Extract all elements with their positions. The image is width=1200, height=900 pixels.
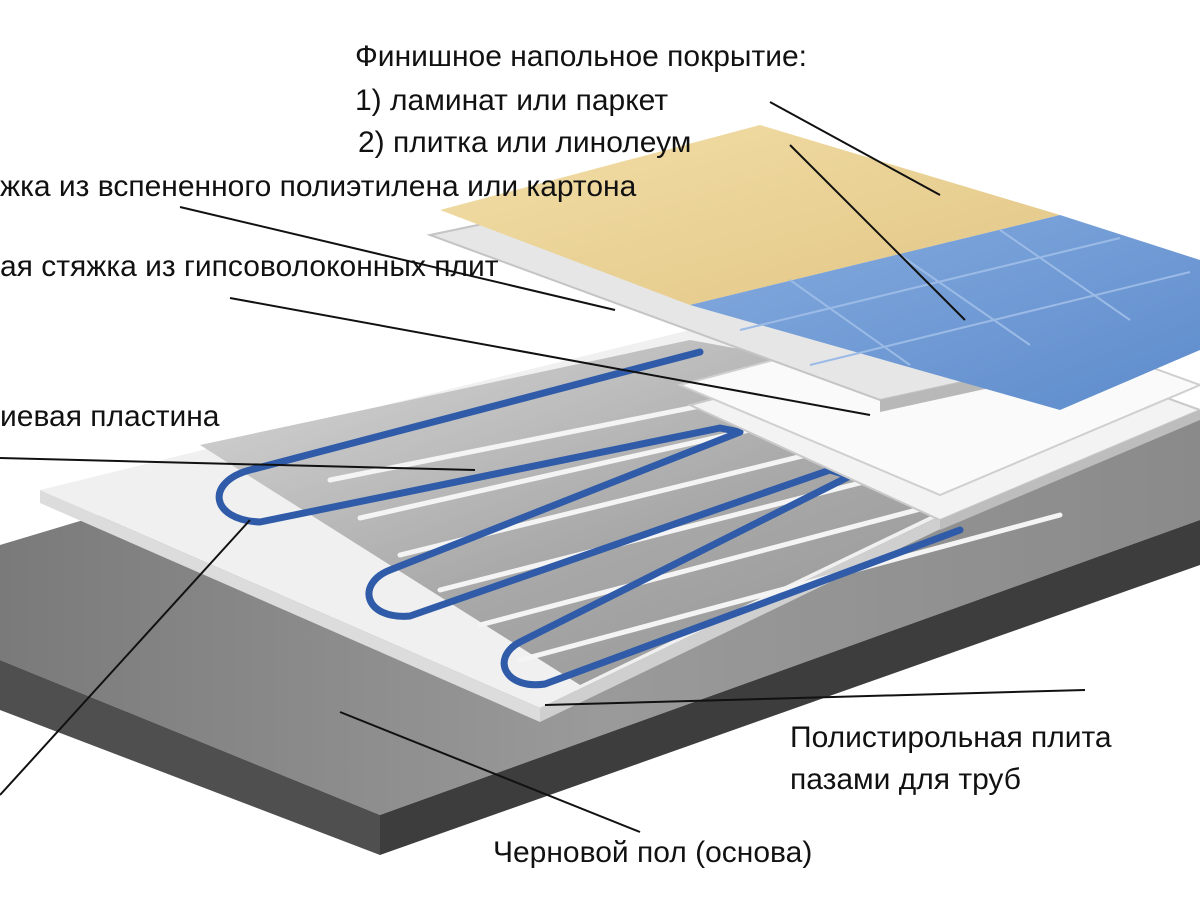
leader-polystyrene <box>544 689 1086 706</box>
finish-option-laminate: 1) ламинат или паркет <box>355 84 669 117</box>
laminate-panel <box>440 125 1060 305</box>
leader-pipe <box>0 519 251 796</box>
tile-grout-line <box>899 254 1031 346</box>
leader-lines <box>0 101 1086 833</box>
gypsum-sheet-lower-edge <box>940 410 1200 530</box>
tile-panel <box>690 215 1200 410</box>
polystyrene-left-edge <box>40 490 540 722</box>
finish-flooring-title: Финишное напольное покрытие: <box>355 40 807 73</box>
leader-subfloor <box>339 711 641 833</box>
finish-option-tile: 2) плитка или линолеум <box>358 126 692 159</box>
leader-laminate <box>769 101 941 196</box>
aluminium-plate-label: иевая пластина <box>0 400 220 433</box>
polystyrene-label-line-1: Полистирольная плита <box>790 721 1112 754</box>
heating-pipe <box>215 348 964 689</box>
tile-grout-line <box>999 229 1131 321</box>
subfloor-left-face <box>0 660 380 855</box>
tile-grout-line <box>789 279 911 366</box>
leader-tile <box>789 144 966 321</box>
groove-line <box>517 512 1063 663</box>
subfloor-label: Черновой пол (основа) <box>493 836 813 869</box>
polystyrene-label-line-2: пазами для труб <box>790 763 1021 796</box>
tile-grout-line <box>809 271 1191 366</box>
groove-line <box>477 485 1003 628</box>
leader-gypsum <box>229 297 871 416</box>
leader-aluminium <box>0 457 476 471</box>
underlay-label: жка из вспененного полиэтилена или карто… <box>0 170 637 203</box>
leader-underlay <box>179 206 616 311</box>
subfloor-front-face <box>380 520 1200 855</box>
finish-flooring-layer <box>440 125 1200 410</box>
gypsum-screed-label: ая стяжка из гипсоволоконных плит <box>0 250 499 283</box>
